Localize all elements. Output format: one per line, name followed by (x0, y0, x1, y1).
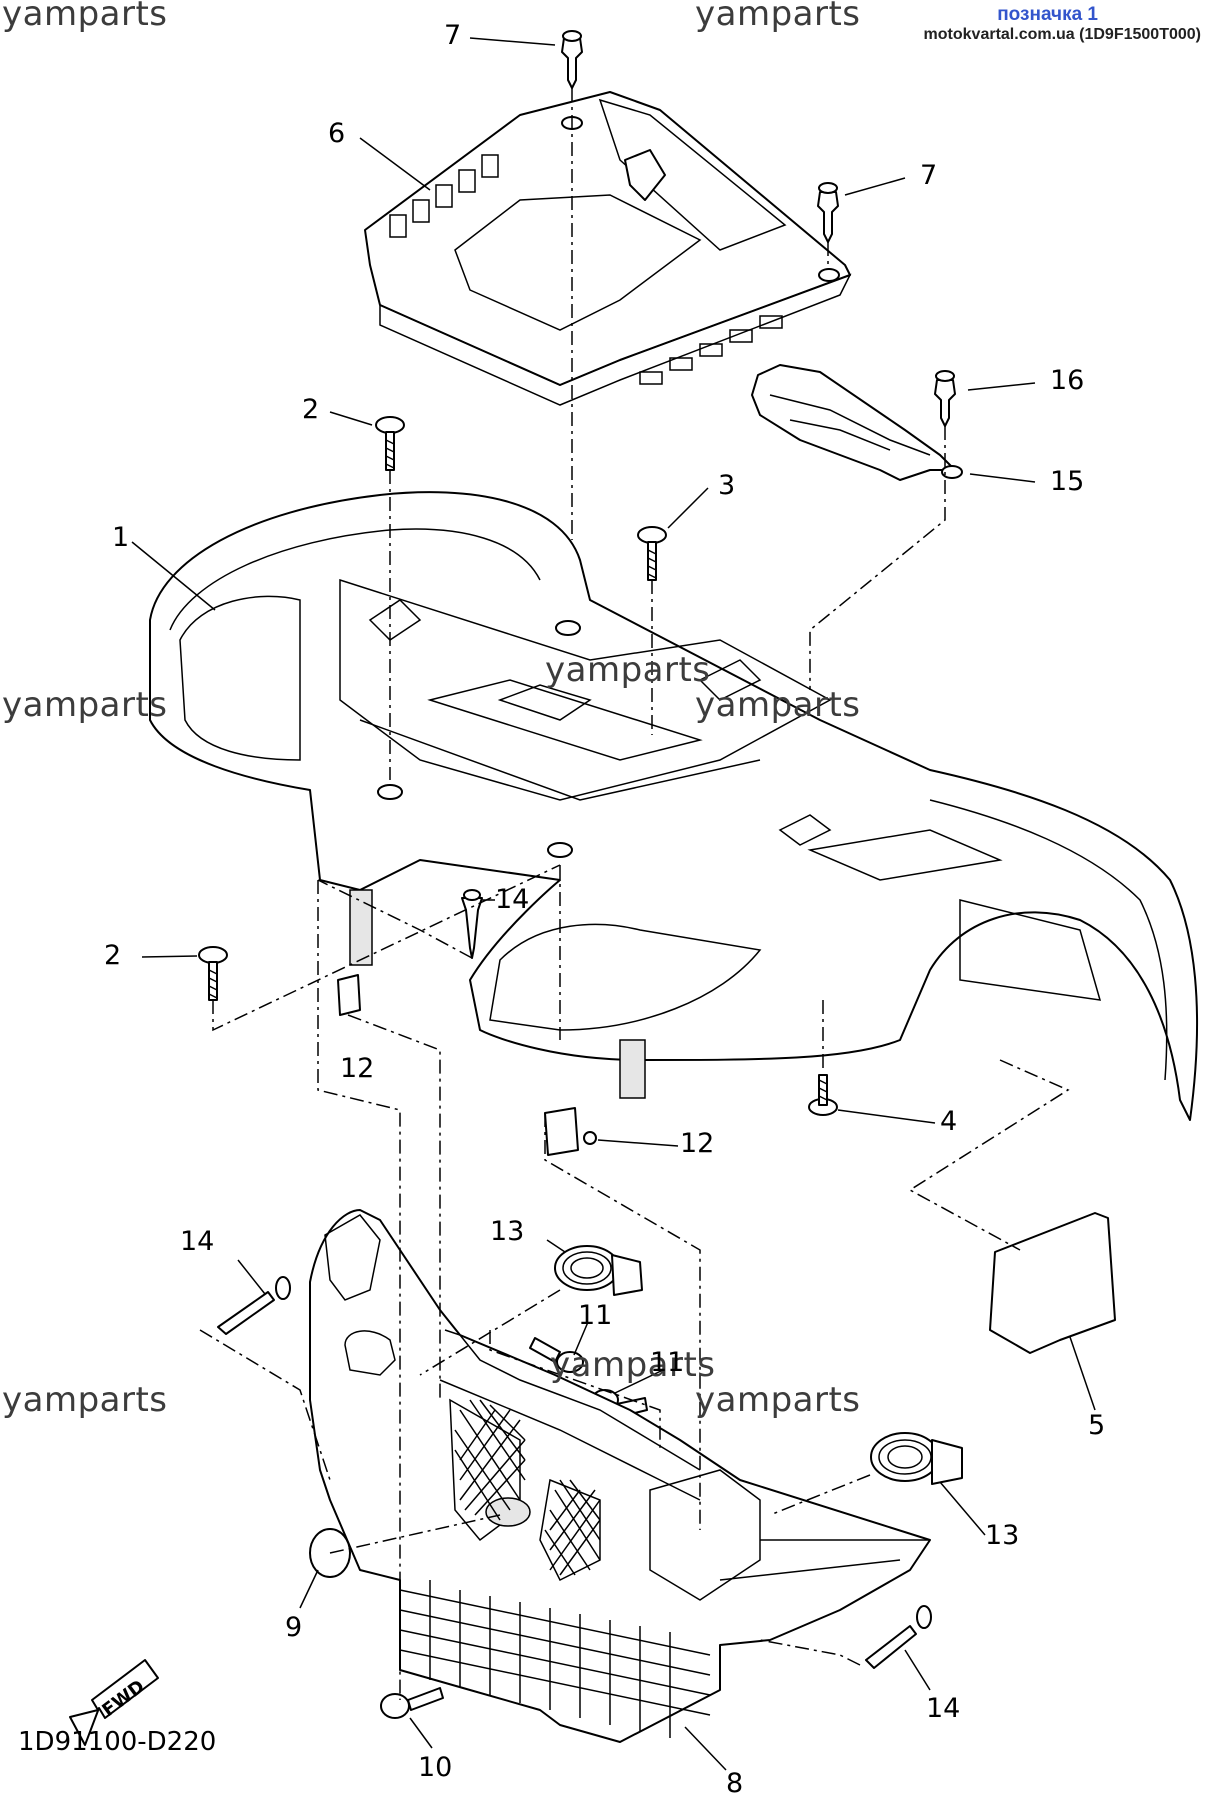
watermark: yamparts (695, 1380, 861, 1420)
grommets (555, 1246, 962, 1484)
callout-14: 14 (926, 1693, 961, 1724)
bolt-10 (381, 1688, 443, 1718)
rivet-fasteners (562, 31, 955, 426)
front-grille (310, 1210, 930, 1742)
header-source: motokvartal.com.ua (1D9F1500T000) (923, 26, 1201, 43)
bracket-15 (752, 365, 962, 480)
callout-2: 2 (302, 394, 320, 425)
callout-15: 15 (1050, 466, 1085, 497)
diagram-code: 1D91100-D220 (18, 1727, 217, 1757)
bolts (199, 417, 837, 1115)
callout-11: 11 (650, 1347, 685, 1378)
callout-4: 4 (940, 1106, 958, 1137)
leader-lines (132, 38, 1095, 1770)
callout-13: 13 (985, 1520, 1020, 1551)
callout-13: 13 (490, 1216, 525, 1247)
header-label: позначка 1 (997, 4, 1098, 25)
emblem-5 (990, 1213, 1115, 1353)
watermark: yamparts (2, 1380, 168, 1420)
watermark: yamparts (695, 685, 861, 725)
alignment-lines (200, 88, 1068, 1700)
fwd-arrow-icon (70, 1660, 158, 1745)
screw-pins (218, 890, 931, 1668)
callout-9: 9 (285, 1612, 303, 1643)
watermark: yamparts (2, 685, 168, 725)
callout-5: 5 (1088, 1410, 1106, 1441)
callout-12: 12 (680, 1128, 715, 1159)
front-carrier-cover (365, 92, 850, 405)
callout-8: 8 (726, 1768, 744, 1799)
callout-12: 12 (340, 1053, 375, 1084)
watermark: yamparts (550, 1345, 716, 1385)
callout-3: 3 (718, 470, 736, 501)
callout-6: 6 (328, 118, 346, 149)
watermark: yamparts (695, 0, 861, 34)
clips (338, 975, 596, 1155)
callout-14: 14 (495, 884, 530, 915)
callout-16: 16 (1050, 365, 1085, 396)
callout-7: 7 (444, 20, 462, 51)
callout-2: 2 (104, 940, 122, 971)
callout-1: 1 (112, 522, 130, 553)
callout-11: 11 (578, 1300, 613, 1331)
watermark: yamparts (2, 0, 168, 34)
callout-7: 7 (920, 160, 938, 191)
watermark: yamparts (545, 650, 711, 690)
callout-10: 10 (418, 1752, 453, 1783)
callout-14: 14 (180, 1226, 215, 1257)
front-fender (150, 492, 1197, 1120)
